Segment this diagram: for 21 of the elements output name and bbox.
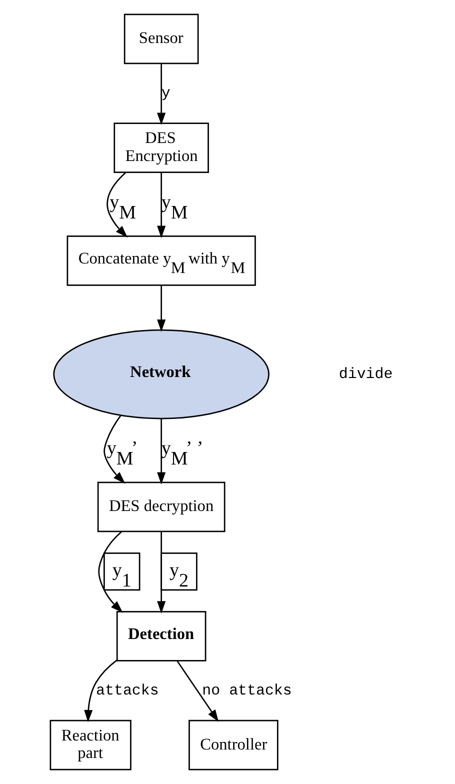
arrow	[106, 172, 128, 238]
arrow	[176, 660, 218, 722]
node-box: Sensor	[123, 14, 198, 64]
node-box: DES Encryption	[113, 122, 208, 173]
arrow	[84, 660, 117, 722]
arrow	[156, 532, 166, 614]
node-box: Controller	[188, 720, 278, 770]
arrow	[103, 414, 125, 484]
node-box: Detection	[116, 611, 206, 662]
edge-label: attacks	[96, 683, 158, 700]
node-box: Reaction part	[49, 720, 131, 770]
arrow	[156, 286, 166, 332]
label: divide	[338, 367, 392, 384]
edge-label: no attacks	[202, 683, 292, 700]
node-box: DES decryption	[96, 482, 225, 532]
node-ellipse: Network	[52, 329, 269, 420]
arrow	[156, 64, 166, 125]
arrow	[98, 531, 122, 613]
arrow	[156, 172, 166, 238]
arrow	[156, 418, 166, 484]
edge-label: y	[160, 86, 170, 102]
